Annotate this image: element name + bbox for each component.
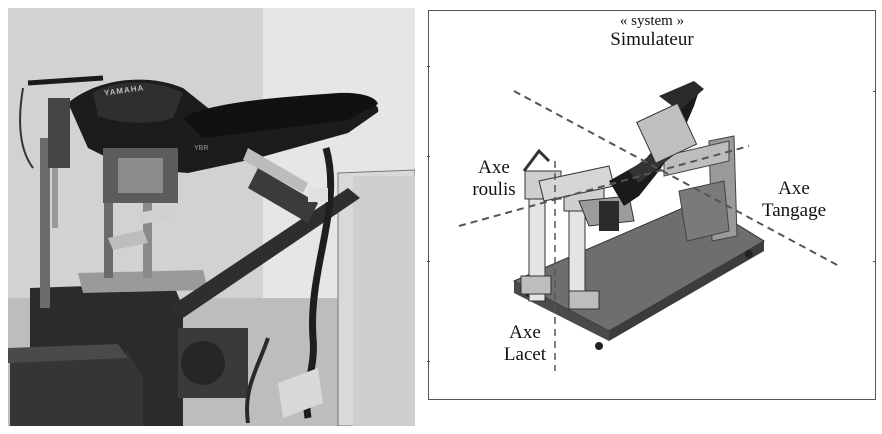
- border-tick: [873, 261, 876, 262]
- diagram-heading: « system » Simulateur: [597, 13, 707, 51]
- pitch-axis-line1: Axe: [778, 178, 810, 199]
- yaw-axis-line1: Axe: [509, 322, 541, 343]
- model-text: YBR: [194, 145, 209, 152]
- border-tick: [427, 261, 430, 262]
- diagram-title: Simulateur: [610, 29, 694, 50]
- pitch-axis-line2: Tangage: [761, 200, 827, 221]
- roll-axis-line2: roulis: [472, 179, 516, 200]
- border-tick: [427, 156, 430, 157]
- mechanism-drawing: [458, 81, 840, 371]
- border-tick: [427, 66, 430, 67]
- yaw-axis-label: Axe Lacet: [485, 322, 565, 366]
- roll-axis-label: Axe roulis: [459, 157, 529, 201]
- border-tick: [427, 361, 430, 362]
- pitch-axis-label: Axe Tangage: [749, 178, 839, 222]
- simulator-photo: YAMAHA YBR: [8, 8, 415, 426]
- simulator-photo-drawing: [8, 8, 415, 426]
- simulator-diagram: « system » Simulateur Axe roulis Axe Tan…: [427, 10, 876, 400]
- stereotype-label: « system »: [619, 13, 685, 29]
- yaw-axis-line2: Lacet: [503, 344, 547, 365]
- border-tick: [873, 91, 876, 92]
- roll-axis-line1: Axe: [478, 157, 510, 178]
